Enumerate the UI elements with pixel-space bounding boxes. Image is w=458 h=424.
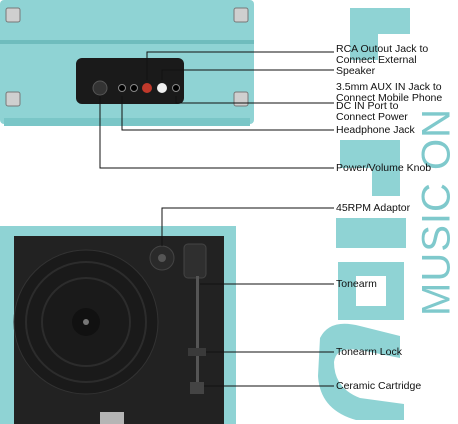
callout-lines-top — [99, 51, 334, 169]
label-aux-in: 3.5mm AUX IN Jack to Connect Mobile Phon… — [336, 82, 442, 104]
label-line: 3.5mm AUX IN Jack to — [336, 81, 442, 93]
power-volume-knob[interactable] — [92, 80, 108, 96]
case-lid-seam — [0, 40, 254, 44]
platter-ring — [25, 261, 147, 383]
case-latch — [100, 412, 124, 424]
tonearm[interactable] — [196, 276, 199, 384]
label-headphone: Headphone Jack — [336, 125, 415, 136]
brand-wordmark: MUSIC ON — [414, 108, 458, 316]
turntable-top-view — [0, 226, 236, 424]
label-line: Connect External — [336, 54, 417, 66]
corner-bracket-tl — [5, 7, 21, 23]
brand-graphic — [318, 8, 410, 420]
brand-letter-low — [338, 262, 404, 320]
corner-bracket-tr — [233, 7, 249, 23]
label-rca-jack: RCA Outout Jack to Connect External Spea… — [336, 44, 428, 77]
label-line: Connect Mobile Phone — [336, 92, 443, 104]
line-power — [99, 96, 334, 169]
aux-in-jack[interactable] — [172, 84, 180, 92]
label-line: Headphone Jack — [336, 124, 415, 136]
label-line: Power/Volume Knob — [336, 162, 432, 174]
label-tonearm-lock: Tonearm Lock — [336, 347, 402, 358]
label-tonearm: Tonearm — [336, 279, 377, 290]
label-line: Speaker — [336, 65, 376, 77]
port-panel — [76, 58, 184, 104]
label-cartridge: Ceramic Cartridge — [336, 381, 421, 392]
label-power-knob: Power/Volume Knob — [336, 163, 431, 174]
label-line: Connect Power — [336, 111, 408, 123]
line-headphone — [121, 96, 334, 131]
label-line: 45RPM Adaptor — [336, 202, 411, 214]
callout-lines-bottom — [161, 207, 334, 387]
line-rca — [146, 51, 334, 80]
rca-jack-red[interactable] — [142, 83, 152, 93]
label-line: Tonearm Lock — [336, 346, 402, 358]
case-base — [4, 118, 250, 126]
dc-in-port[interactable] — [130, 84, 138, 92]
label-dc-in: DC IN Port to Connect Power — [336, 101, 408, 123]
adaptor-center — [158, 254, 166, 262]
corner-bracket-bl — [5, 91, 21, 107]
corner-bracket-br — [233, 91, 249, 107]
label-adaptor: 45RPM Adaptor — [336, 203, 410, 214]
brand-hook — [318, 323, 404, 420]
headphone-jack[interactable] — [118, 84, 126, 92]
label-line: RCA Outout Jack to — [336, 43, 429, 55]
label-line: DC IN Port to — [336, 100, 399, 112]
rca-jack-white[interactable] — [157, 83, 167, 93]
line-aux — [161, 69, 334, 80]
case-back-view — [0, 0, 254, 126]
line-dc — [175, 96, 334, 104]
label-line: Ceramic Cartridge — [336, 380, 422, 392]
tonearm-lock[interactable] — [188, 348, 206, 356]
spindle — [83, 319, 89, 325]
brand-letter-mid — [340, 140, 400, 196]
line-adaptor — [161, 207, 334, 246]
brand-block — [336, 218, 406, 248]
tonearm-base[interactable] — [183, 243, 207, 279]
brand-letter-top — [350, 8, 410, 60]
label-line: Tonearm — [336, 278, 377, 290]
ceramic-cartridge — [190, 382, 204, 394]
platter-ring-inner — [41, 277, 131, 367]
